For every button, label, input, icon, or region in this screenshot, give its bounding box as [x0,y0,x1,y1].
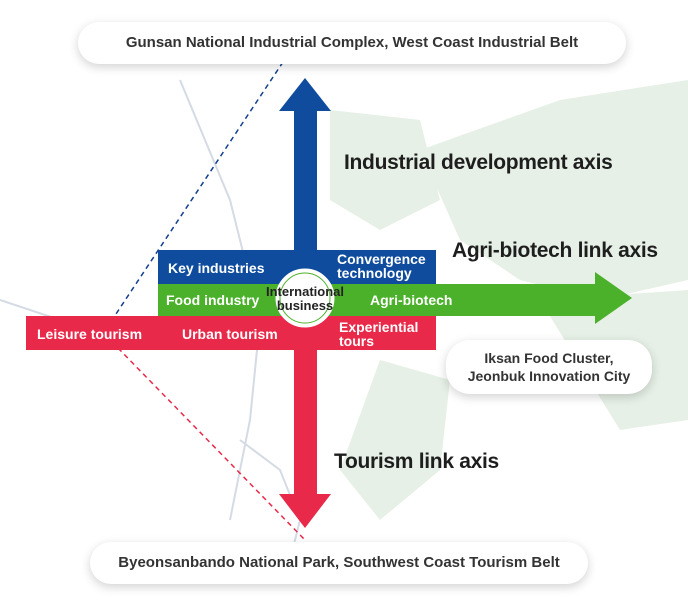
center-circle-ring [279,272,331,324]
dashed-guide-south [117,347,306,541]
industrial-axis-arrowhead [279,78,331,111]
center-circle [275,268,335,328]
right-destination-line1: Iksan Food Cluster, [484,349,614,366]
bottom-destination-pill: Byeonsanbando National Park, Southwest C… [90,542,588,584]
map-region-south [340,360,450,520]
convergence-line1: Convergence [337,251,426,267]
experiential-line2: tours [339,333,374,349]
international-business-label: International business [256,285,354,313]
experiential-line1: Experiential [339,319,419,335]
convergence-technology-label: Convergence technology [337,252,426,280]
red-band [26,316,436,350]
green-band [158,284,598,316]
bottom-destination-label: Byeonsanbando National Park, Southwest C… [118,554,560,572]
tourism-axis-label: Tourism link axis [334,450,499,473]
industrial-axis-shaft [294,108,317,250]
experiential-tours-label: Experiential tours [339,320,418,348]
map-region-north [330,110,440,230]
background-map [330,80,688,520]
food-industry-label: Food industry [166,292,260,308]
dashed-guide-north [111,61,284,321]
tourism-axis-arrowhead [279,494,331,528]
right-destination-pill: Iksan Food Cluster, Jeonbuk Innovation C… [446,340,652,394]
industrial-axis-label: Industrial development axis [344,151,613,174]
leisure-tourism-label: Leisure tourism [37,326,143,342]
right-destination-text: Iksan Food Cluster, Jeonbuk Innovation C… [468,349,631,385]
center-line2: business [276,298,334,313]
key-industries-label: Key industries [168,260,265,276]
top-destination-label: Gunsan National Industrial Complex, West… [125,34,579,52]
urban-tourism-label: Urban tourism [182,326,278,342]
agri-axis-label: Agri-biotech link axis [452,239,658,262]
convergence-line2: technology [337,265,412,281]
tourism-axis-shaft [294,350,317,497]
agri-biotech-label: Agri-biotech [370,292,453,308]
top-destination-pill: Gunsan National Industrial Complex, West… [78,22,626,64]
agri-axis-arrowhead [595,272,632,324]
right-destination-line2: Jeonbuk Innovation City [467,368,631,384]
center-line1: International [265,284,344,299]
map-region-northeast [420,80,688,300]
